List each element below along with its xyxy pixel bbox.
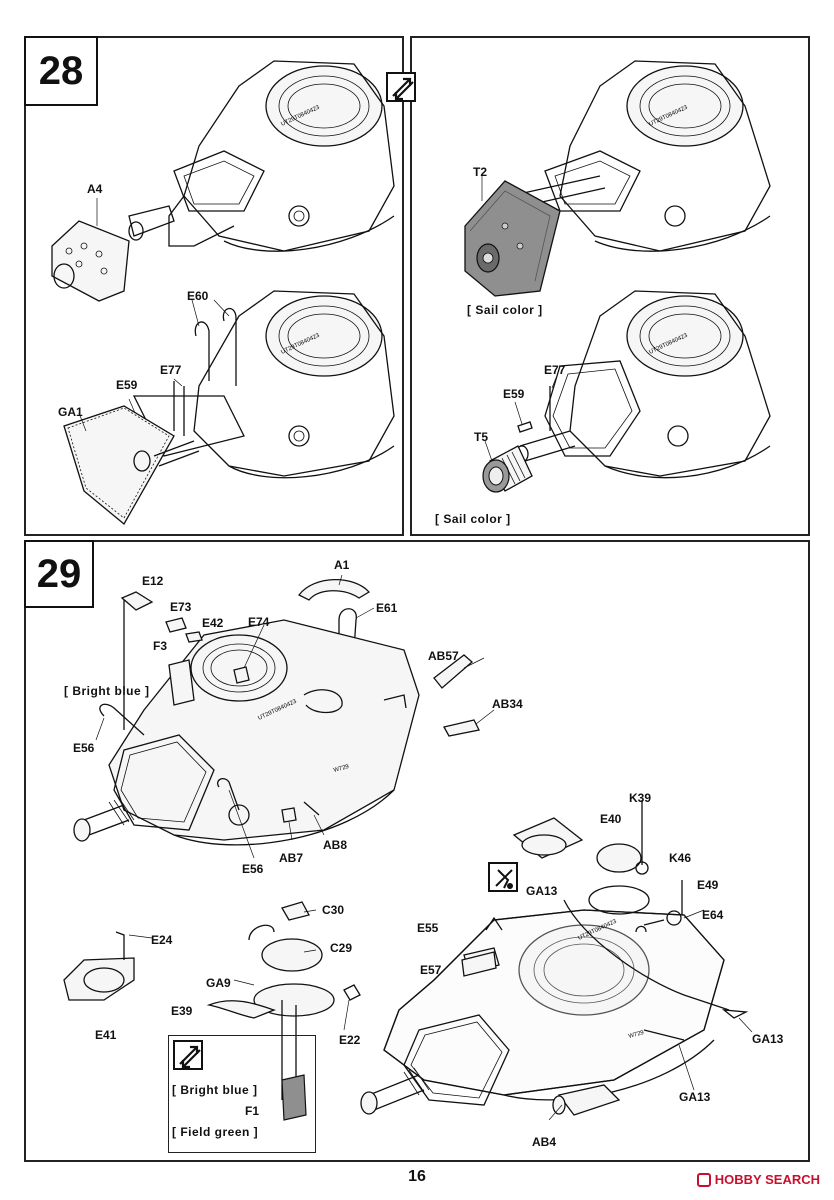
label-ga13-right: GA13 bbox=[752, 1032, 784, 1046]
label-e24: E24 bbox=[151, 933, 173, 947]
brand-logo-icon bbox=[696, 1172, 711, 1187]
label-ab4: AB4 bbox=[532, 1135, 557, 1149]
color-legend-box bbox=[168, 1035, 316, 1153]
label-e60: E60 bbox=[187, 289, 209, 303]
label-e57: E57 bbox=[420, 963, 442, 977]
page-number: 16 bbox=[408, 1168, 426, 1185]
label-e42: E42 bbox=[202, 616, 224, 630]
label-e39: E39 bbox=[171, 1004, 193, 1018]
label-e73: E73 bbox=[170, 600, 192, 614]
label-e56-left: E56 bbox=[73, 741, 95, 755]
step-29-panel bbox=[24, 540, 810, 1162]
label-e77-left: E77 bbox=[160, 363, 182, 377]
hull-marking-7: W729 bbox=[628, 1030, 645, 1040]
step-29-number: 29 bbox=[24, 540, 94, 608]
label-e64: E64 bbox=[702, 908, 724, 922]
label-e49: E49 bbox=[697, 878, 719, 892]
label-a1: A1 bbox=[334, 558, 350, 572]
note-sail-color-1: [ Sail color ] bbox=[467, 303, 543, 317]
label-ga13-top: GA13 bbox=[526, 884, 558, 898]
label-e55: E55 bbox=[417, 921, 439, 935]
label-a4: A4 bbox=[87, 182, 103, 196]
label-e74: E74 bbox=[248, 615, 270, 629]
hull-marking-6: W729 bbox=[333, 764, 350, 774]
label-ab7: AB7 bbox=[279, 851, 304, 865]
label-e40: E40 bbox=[600, 812, 622, 826]
label-t2: T2 bbox=[473, 165, 488, 179]
label-e77-right: E77 bbox=[544, 363, 566, 377]
step-28-panel-right bbox=[410, 36, 810, 536]
watermark: HOBBY SEARCH bbox=[696, 1172, 820, 1187]
label-e41: E41 bbox=[95, 1028, 117, 1042]
label-e56-bottom: E56 bbox=[242, 862, 264, 876]
label-ab57: AB57 bbox=[428, 649, 459, 663]
brand-name: HOBBY SEARCH bbox=[714, 1172, 820, 1187]
label-c30: C30 bbox=[322, 903, 345, 917]
label-f3: F3 bbox=[153, 639, 168, 653]
label-e59-left: E59 bbox=[116, 378, 138, 392]
legend-f1: F1 bbox=[245, 1104, 260, 1118]
label-c29: C29 bbox=[330, 941, 353, 955]
label-k39: K39 bbox=[629, 791, 652, 805]
label-ab34: AB34 bbox=[492, 697, 523, 711]
label-e22: E22 bbox=[339, 1033, 361, 1047]
note-sail-color-2: [ Sail color ] bbox=[435, 512, 511, 526]
label-ga13-bottom: GA13 bbox=[679, 1090, 711, 1104]
label-e59-right: E59 bbox=[503, 387, 525, 401]
label-k46: K46 bbox=[669, 851, 692, 865]
label-e12: E12 bbox=[142, 574, 164, 588]
label-ga1: GA1 bbox=[58, 405, 83, 419]
step-28-panel-left bbox=[24, 36, 404, 536]
label-t5: T5 bbox=[474, 430, 489, 444]
note-bright-blue-hull: [ Bright blue ] bbox=[64, 684, 150, 698]
label-e61: E61 bbox=[376, 601, 398, 615]
label-ab8: AB8 bbox=[323, 838, 348, 852]
no-glue-icon bbox=[488, 862, 518, 892]
step-28-number: 28 bbox=[24, 36, 98, 106]
swap-arrows-icon bbox=[386, 72, 416, 102]
legend-bright-blue: [ Bright blue ] bbox=[172, 1083, 258, 1097]
swap-arrows-icon-legend bbox=[173, 1040, 203, 1070]
legend-field-green: [ Field green ] bbox=[172, 1125, 259, 1139]
label-ga9: GA9 bbox=[206, 976, 231, 990]
